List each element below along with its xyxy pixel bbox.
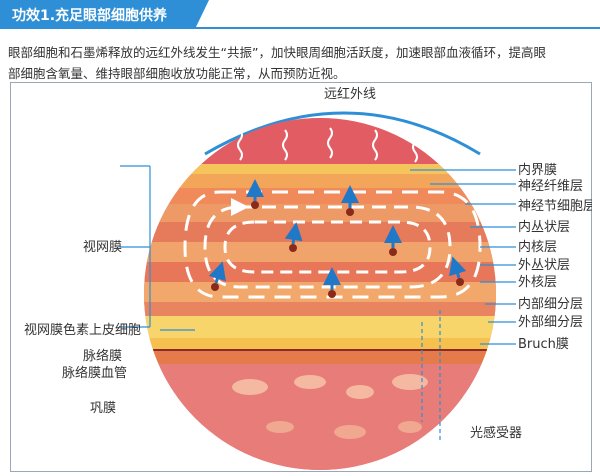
section-header: 功效1.充足眼部细胞供养 [0,0,600,30]
label-sclera: 巩膜 [90,401,116,416]
label-bruch: Bruch膜 [518,337,569,352]
label-retina: 视网膜 [83,240,122,255]
label-rpe: 视网膜色素上皮细胞 [24,322,141,338]
paragraph-line-2: 部细胞含氧量、维持眼部细胞收放功能正常，从而预防近视。 [8,66,346,81]
label-outer-segment: 外部细分层 [518,315,583,330]
section-title: 功效1.充足眼部细胞供养 [12,8,168,24]
far-infrared-label: 远红外线 [324,86,376,102]
label-inner-segment: 内部细分层 [518,296,583,312]
paragraph-line-1: 眼部细胞和石墨烯释放的远红外线发生“共振”，加快眼周细胞活跃度，加速眼部血液循环… [8,45,546,60]
label-nfl: 神经纤维层 [518,179,583,194]
label-onl: 外核层 [518,275,557,290]
label-choroid-vessels: 脉络膜血管 [62,365,127,381]
label-photoreceptor: 光感受器 [470,425,522,441]
retina-diagram: 远红外线 [10,82,596,472]
label-opl: 外丛状层 [518,258,570,273]
label-ipl: 内丛状层 [518,219,570,235]
cell-markers [208,179,467,298]
label-inl: 内核层 [518,239,557,255]
label-gcl: 神经节细胞层 [518,199,592,214]
header-underline [0,27,600,29]
header-tab-notch [195,0,209,29]
header-tab: 功效1.充足眼部细胞供养 [0,0,195,29]
infrared-waves [237,127,418,163]
label-ilm: 内界膜 [518,162,557,178]
figure-frame [10,82,592,472]
right-leader-lines [410,169,516,442]
description-paragraph: 眼部细胞和石墨烯释放的远红外线发生“共振”，加快眼周细胞活跃度，加速眼部血液循环… [8,42,596,84]
retina-cross-section [144,118,496,470]
left-leader-lines [120,165,195,331]
label-choroid: 脉络膜 [83,348,122,364]
retina-diagram-svg: 远红外线 [10,82,596,472]
circulation-loops [183,190,482,299]
